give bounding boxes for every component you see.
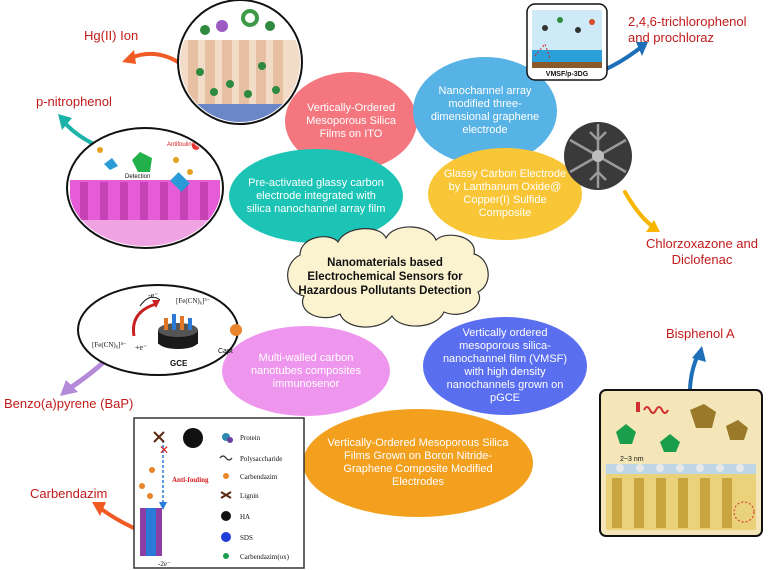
analyte-bpa: Bisphenol A <box>666 326 735 341</box>
arrow-chlor-head <box>646 220 660 232</box>
analyte-hg: Hg(II) Ion <box>84 28 139 43</box>
analyte-tcp: 2,4,6-trichlorophenol and prochloraz <box>628 14 764 46</box>
legend-protein-label: Protein <box>240 434 261 442</box>
arrow-hg <box>128 51 180 64</box>
bubble-vomsf-bn <box>303 409 533 517</box>
legend-carbendazim-label: Carbendazim <box>240 473 278 481</box>
fe-top-label: [Fe(CN)₆]³⁻ <box>176 297 211 305</box>
analyte-chlor-line1: Chlorzoxazone and <box>645 236 759 251</box>
bubble-vomsf-ito <box>285 72 417 170</box>
legend-ha-icon <box>221 511 231 521</box>
legend-lignin-icon <box>220 491 232 499</box>
legend-polysaccharide-label: Polysaccharide <box>240 455 282 463</box>
arrow-bpa <box>688 353 700 394</box>
figure-hg-mesoporous <box>177 0 303 125</box>
minus-2e-label: -2e⁻ <box>158 560 171 568</box>
e-plus-label: +e⁻ <box>135 343 147 352</box>
legend-sds-label: SDS <box>240 534 253 542</box>
bubble-lanthanum-gce-text: Glassy Carbon Electrode by Lanthanum Oxi… <box>443 168 567 219</box>
anti-fouling-label: Anti-fouling <box>172 476 209 484</box>
legend-carbendazim-ox-label: Carbendazim(ox) <box>240 553 290 561</box>
center-title-line2: Electrochemical Sensors for <box>307 271 463 283</box>
bubble-vmsf-pgce <box>423 317 587 415</box>
legend-lignin-label: Lignin <box>240 492 259 500</box>
analyte-tcp-line2: and prochloraz <box>628 30 714 45</box>
figure-bpa-nanochannel: 2~3 nm <box>599 389 763 537</box>
bubble-nanochannel-graphene-text: Nanochannel array modified three-dimensi… <box>430 85 540 136</box>
legend-polysaccharide-icon <box>219 455 233 461</box>
antifouling-label: Antifouling <box>167 142 195 148</box>
analyte-pnp: p-nitrophenol <box>36 94 112 109</box>
figure-gce-bap: -e⁻ [Fe(CN)₆]³⁻ [Fe(CN)₆]⁴⁻ +e⁻ GCE Capt <box>77 284 242 376</box>
arrow-carb <box>98 506 140 532</box>
analyte-chlor-line2: Diclofenac <box>671 252 733 267</box>
analyte-carb: Carbendazim <box>30 486 108 501</box>
analyte-chlor: Chlorzoxazone and Diclofenac <box>640 236 764 268</box>
legend-carbendazim-ox-icon <box>223 553 229 559</box>
figure-vmsf-p3dg: VMSF/p-3DG <box>526 3 608 81</box>
blocked-mark: ✕ <box>159 443 169 457</box>
center-cloud <box>287 226 489 328</box>
arrow-tcp <box>602 46 642 72</box>
figure-pnp-antifouling: Antifouling Detection <box>66 127 224 249</box>
center-title-line3: Hazardous Pollutants Detection <box>298 285 472 297</box>
bubble-lanthanum-gce <box>428 148 582 240</box>
legend-ha-label: HA <box>240 513 250 521</box>
arrow-tcp-head <box>636 42 648 56</box>
center-title-line1: Nanomaterials based <box>327 257 443 269</box>
center-title: Nanomaterials based Electrochemical Sens… <box>290 256 480 298</box>
arrow-bpa-head <box>692 346 706 362</box>
bubble-vomsf-ito-text: Vertically-Ordered Mesoporous Silica Fil… <box>306 101 396 140</box>
bubble-preactivated-gce <box>229 149 403 243</box>
detection-label: Detection <box>125 174 150 180</box>
analyte-bap: Benzo(a)pyrene (BaP) <box>4 396 134 411</box>
figure-snowflake-la2o3 <box>564 122 632 190</box>
arrow-carb-head <box>92 502 106 516</box>
black-particle-icon <box>183 428 203 448</box>
analyte-tcp-line1: 2,4,6-trichlorophenol <box>628 14 747 29</box>
e-minus-label: -e⁻ <box>148 291 158 300</box>
arrow-chlor <box>623 190 654 228</box>
legend-protein-icon <box>222 433 233 443</box>
vmsf-p3dg-label: VMSF/p-3DG <box>546 71 589 78</box>
bubble-vomsf-bn-text: Vertically-Ordered Mesoporous Silica Fil… <box>327 437 509 488</box>
nm-scale-label: 2~3 nm <box>620 456 644 463</box>
arrow-bap-head <box>60 380 78 396</box>
legend-carbendazim-icon <box>223 473 229 479</box>
bubble-vmsf-pgce-text: Vertically ordered mesoporous silica-nan… <box>442 327 568 404</box>
fe-left-label: [Fe(CN)₆]⁴⁻ <box>92 341 127 349</box>
bubble-nanochannel-graphene <box>413 57 557 165</box>
bubble-mwcnt <box>222 326 390 416</box>
capt-label: Capt <box>218 348 233 355</box>
arrow-pnp-head <box>58 114 72 130</box>
arrow-hg-head <box>122 50 136 64</box>
bubble-preactivated-gce-text: Pre-activated glassy carbon electrode in… <box>246 176 386 215</box>
legend-sds-icon <box>221 532 231 542</box>
figure-carbendazim-legend: ✕ Anti-fouling -2e⁻ Protein Polysacchari… <box>133 417 305 569</box>
bubble-mwcnt-text: Multi-walled carbon nanotubes composites… <box>250 351 362 390</box>
gce-label: GCE <box>170 359 188 368</box>
